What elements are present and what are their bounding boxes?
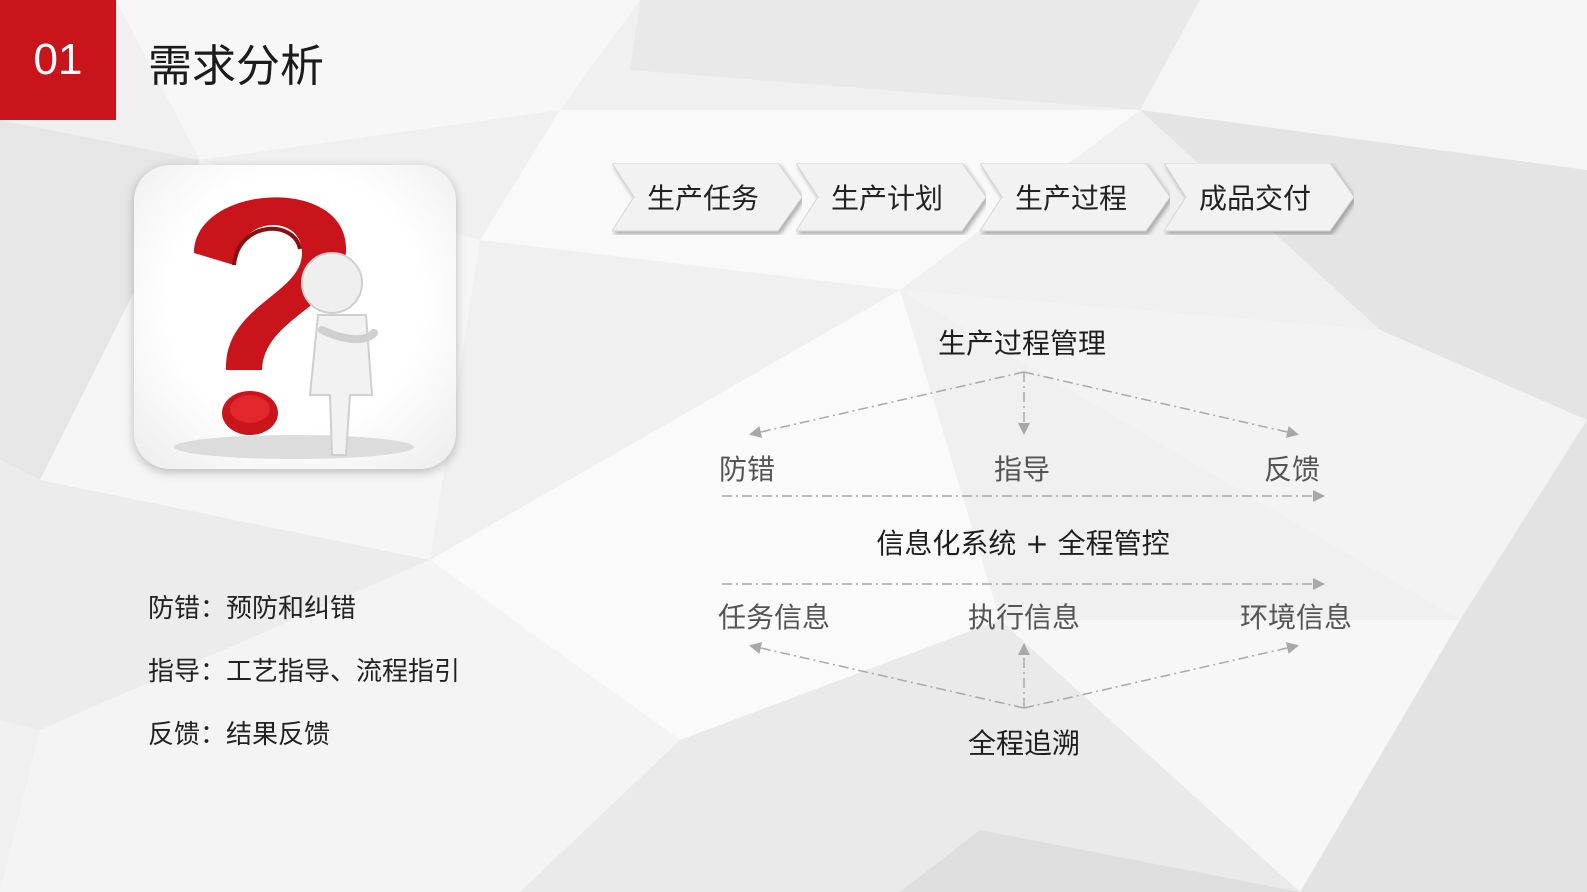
slide-number: 01 (33, 35, 83, 84)
diagram-bottom-label: 全程追溯 (967, 727, 1081, 760)
slide-number-badge: 01 (0, 0, 116, 120)
arrow-to-renwu (749, 642, 1025, 709)
process-step-label: 生产计划 (830, 182, 943, 215)
arrow-to-fangcuo (749, 371, 1025, 438)
diagram-upper-item: 防错 (718, 453, 776, 486)
question-mark-figure-icon (134, 165, 456, 469)
management-diagram: 生产过程管理 防错 指导 反馈 信息化系统 + 全程管控 任务信息 执行信息 环… (700, 300, 1380, 770)
diagram-top-label: 生产过程管理 (937, 327, 1107, 360)
diagram-lower-item: 执行信息 (967, 601, 1081, 634)
diagram-lower-item: 任务信息 (717, 601, 831, 634)
note-item: 指导：工艺指导、流程指引 (148, 657, 461, 687)
process-step-1: 生产任务 (612, 163, 802, 233)
arrow-to-huanjing (1023, 642, 1299, 709)
arrow-to-fankui (1023, 371, 1299, 438)
diagram-center-label: 信息化系统 + 全程管控 (876, 527, 1170, 560)
process-step-3: 生产过程 (980, 163, 1170, 233)
note-item: 防错：预防和纠错 (148, 594, 357, 624)
diagram-connectors (722, 371, 1325, 709)
notes-list: 防错：预防和纠错 指导：工艺指导、流程指引 反馈：结果反馈 (148, 588, 460, 777)
diagram-lower-item: 环境信息 (1239, 601, 1353, 634)
process-step-label: 成品交付 (1198, 182, 1311, 215)
page-title: 需求分析 (148, 41, 324, 92)
note-item: 反馈：结果反馈 (148, 720, 331, 750)
process-step-label: 生产过程 (1014, 182, 1127, 215)
process-step-4: 成品交付 (1164, 163, 1354, 233)
process-step-label: 生产任务 (646, 182, 759, 215)
process-step-2: 生产计划 (796, 163, 986, 233)
diagram-upper-item: 反馈 (1263, 453, 1321, 486)
process-flow: 生产任务 生产计划 生产过程 成品交付 (612, 163, 1382, 235)
diagram-upper-item: 指导 (993, 453, 1051, 486)
